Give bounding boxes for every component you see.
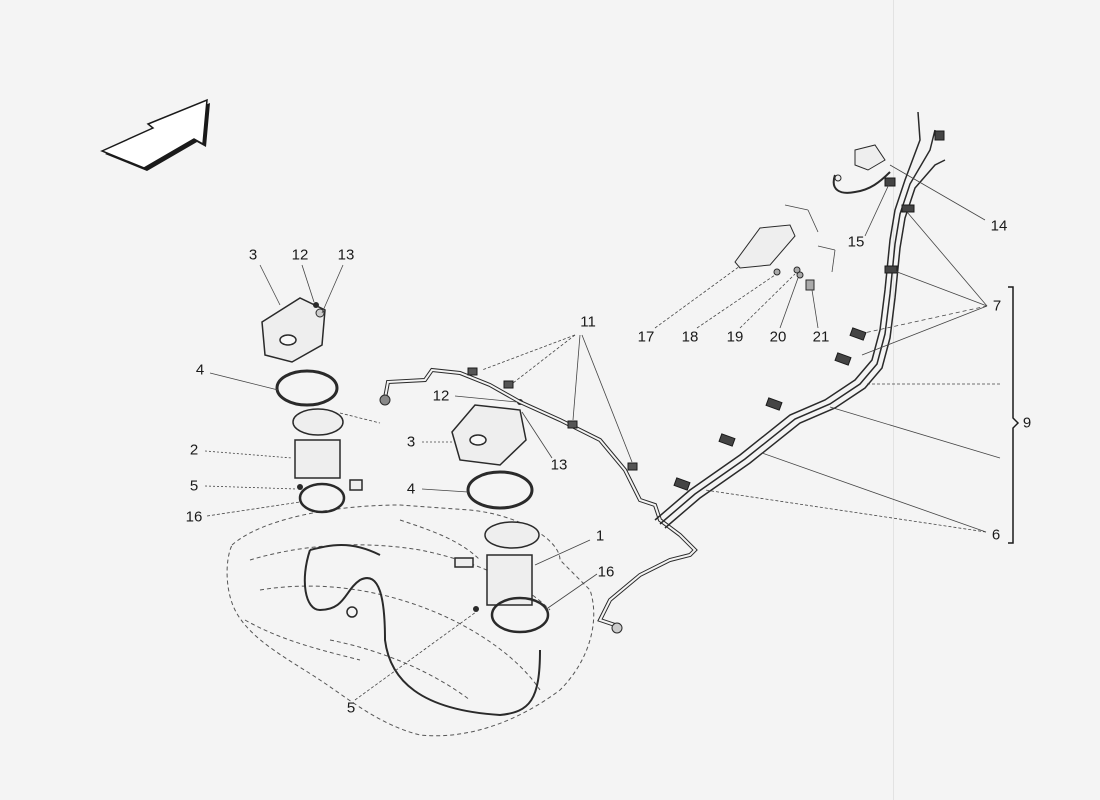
- callout-5[interactable]: 5: [346, 699, 356, 717]
- small-parts: [773, 266, 815, 291]
- leader-lines: [204, 164, 1001, 701]
- group-bracket-9: [1008, 286, 1020, 544]
- callout-13[interactable]: 13: [550, 456, 568, 474]
- right-screw: [473, 606, 479, 612]
- callout-12[interactable]: 12: [432, 387, 450, 405]
- callout-6[interactable]: 6: [991, 526, 1001, 544]
- callout-19[interactable]: 19: [726, 328, 744, 346]
- callout-2[interactable]: 2: [189, 441, 199, 459]
- left-pump-cover: [261, 297, 326, 363]
- evap-valve: [832, 144, 891, 194]
- callout-15[interactable]: 15: [847, 233, 865, 251]
- callout-9[interactable]: 9: [1022, 414, 1032, 432]
- left-screw: [297, 484, 303, 490]
- right-fuel-pump: [454, 521, 540, 606]
- front-direction-arrow-icon: [100, 98, 210, 171]
- line-end-connector: [611, 622, 623, 634]
- right-pump-cover: [451, 404, 527, 466]
- fuel-line-center: [383, 367, 698, 627]
- callout-13[interactable]: 13: [337, 246, 355, 264]
- callout-12[interactable]: 12: [291, 246, 309, 264]
- callout-1[interactable]: 1: [595, 527, 605, 545]
- callout-5[interactable]: 5: [189, 477, 199, 495]
- callout-14[interactable]: 14: [990, 217, 1008, 235]
- callout-17[interactable]: 17: [637, 328, 655, 346]
- left-lock-ring: [275, 369, 339, 407]
- tank-hoses: [303, 544, 541, 717]
- filter-bracket: [734, 224, 796, 269]
- callout-18[interactable]: 18: [681, 328, 699, 346]
- callout-16[interactable]: 16: [597, 563, 615, 581]
- fuel-line-bundle: [654, 111, 946, 529]
- callout-16[interactable]: 16: [185, 508, 203, 526]
- right-seal-ring: [490, 596, 550, 634]
- callout-4[interactable]: 4: [195, 361, 205, 379]
- line-connector: [379, 394, 391, 406]
- bundle-clips: [673, 130, 945, 491]
- left-fuel-pump: [292, 408, 363, 491]
- callout-4[interactable]: 4: [406, 480, 416, 498]
- callout-3[interactable]: 3: [248, 246, 258, 264]
- left-nut: [315, 308, 325, 318]
- fuel-tank: [226, 504, 595, 737]
- callout-21[interactable]: 21: [812, 328, 830, 346]
- callout-7[interactable]: 7: [992, 297, 1002, 315]
- callout-3[interactable]: 3: [406, 433, 416, 451]
- line-clips: [467, 367, 638, 471]
- callout-20[interactable]: 20: [769, 328, 787, 346]
- left-bolt: [313, 302, 319, 308]
- right-lock-ring: [466, 470, 534, 510]
- left-seal-ring: [298, 482, 346, 514]
- page-fold-line: [893, 0, 894, 800]
- callout-11[interactable]: 11: [580, 313, 596, 331]
